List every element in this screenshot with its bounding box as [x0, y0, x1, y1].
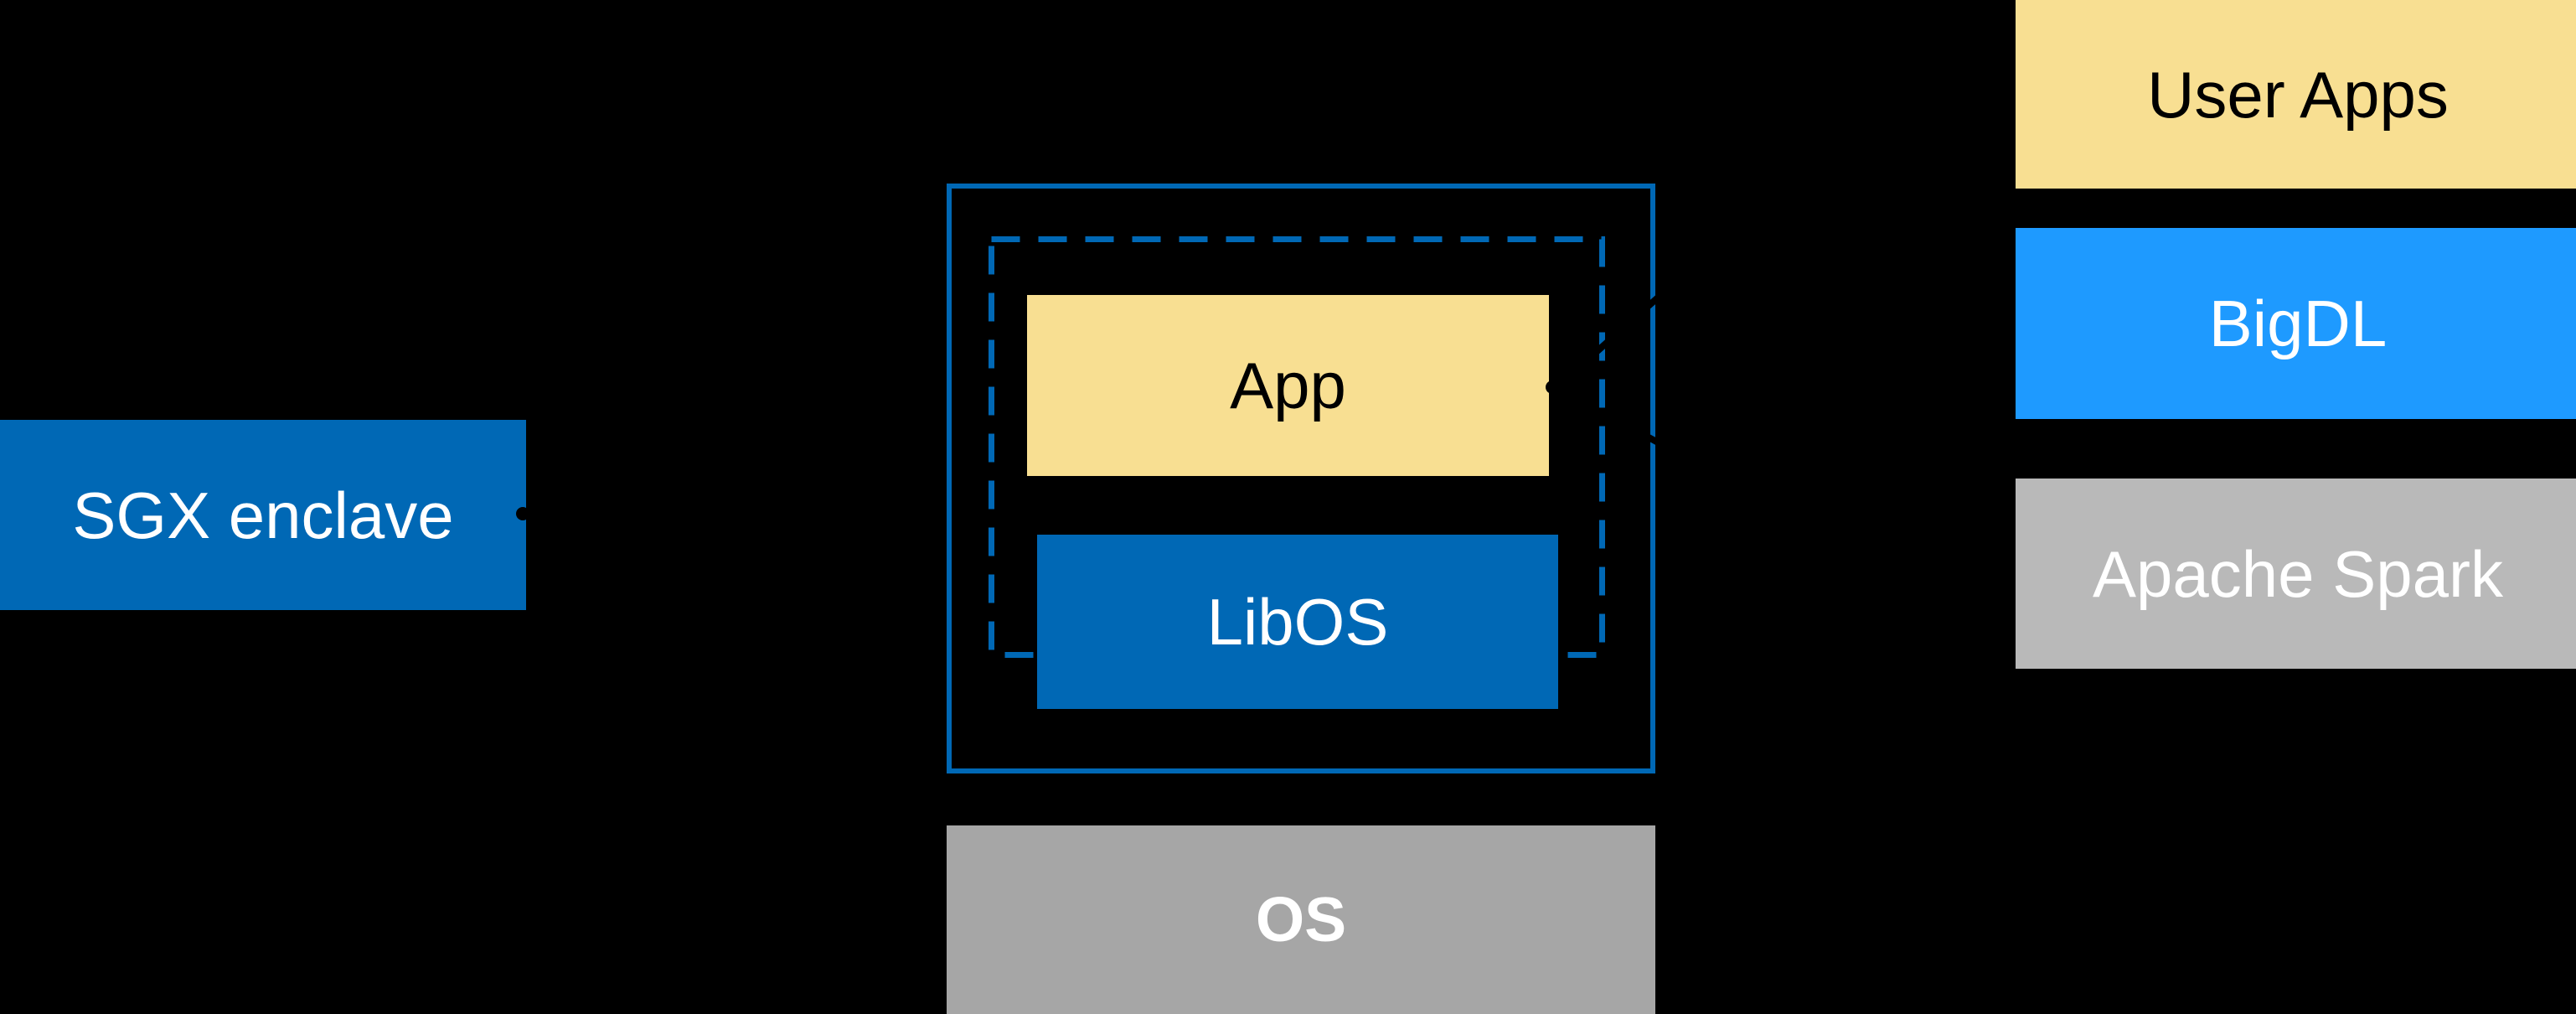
app-label: App — [1230, 349, 1346, 422]
bigdl-label: BigDL — [2208, 287, 2388, 360]
bigdl-box: BigDL — [2016, 228, 2576, 419]
stack-to-app-arrow-bottom — [1558, 388, 2011, 672]
apache-spark-box: Apache Spark — [2016, 479, 2576, 669]
user-apps-box: User Apps — [2016, 0, 2576, 189]
app-box: App — [1027, 295, 1549, 476]
user-apps-label: User Apps — [2147, 57, 2449, 132]
sgx-enclave-label: SGX enclave — [72, 478, 454, 552]
os-label: OS — [1255, 884, 1347, 955]
os-box: OS — [947, 825, 1655, 1014]
libos-label: LibOS — [1206, 585, 1389, 659]
apache-spark-label: Apache Spark — [2093, 536, 2503, 611]
sgx-enclave-box: SGX enclave — [0, 420, 526, 610]
libos-box: LibOS — [1037, 535, 1558, 709]
stack-to-app-arrow-top — [1557, 5, 2011, 387]
